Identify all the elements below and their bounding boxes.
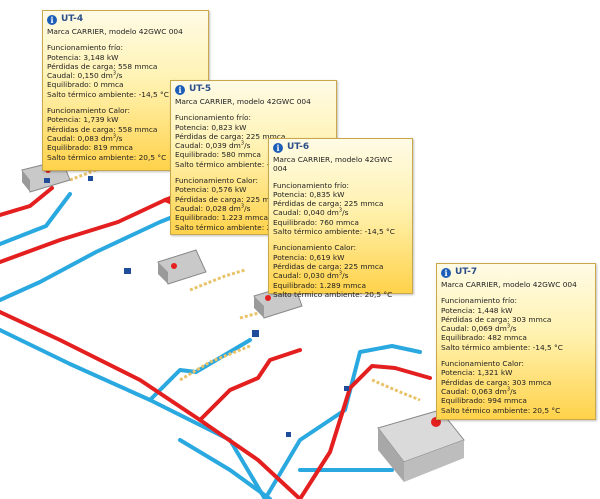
heat-salto: Salto térmico ambiente: 20,5 °C	[441, 405, 561, 415]
cold-salto: Salto térmico ambiente: -14,5 °C	[47, 89, 169, 99]
cold-equilibrado: Equilibrado: 580 mmca	[175, 150, 261, 160]
cold-perdidas: Pérdidas de carga: 225 mmca	[175, 131, 286, 141]
cold-title: Funcionamiento frío:	[175, 113, 252, 123]
heat-caudal: Caudal: 0,063 dm3/s	[441, 386, 517, 396]
cold-perdidas: Pérdidas de carga: 225 mmca	[273, 199, 384, 209]
unit-name: UT-7	[455, 267, 478, 278]
info-icon: i	[175, 85, 185, 95]
heat-equilibrado: Equilibrado: 1.223 mmca	[175, 213, 269, 223]
heat-salto: Salto térmico ambiente: 20,5 °C	[47, 152, 167, 162]
cold-title: Funcionamiento frío:	[47, 43, 124, 53]
fan-coil-ut5[interactable]	[124, 249, 207, 285]
tooltip-ut6: i UT-6 Marca CARRIER, modelo 42GWC 004 Fu…	[268, 138, 413, 299]
info-icon: i	[441, 268, 451, 278]
heat-caudal: Caudal: 0,083 dm3/s	[47, 133, 123, 143]
cold-perdidas: Pérdidas de carga: 558 mmca	[47, 61, 158, 71]
cold-potencia: Potencia: 0,823 kW	[175, 122, 247, 132]
info-icon: i	[273, 143, 283, 153]
heat-potencia: Potencia: 1,739 kW	[47, 115, 119, 125]
cold-potencia: Potencia: 3,148 kW	[47, 52, 119, 62]
heat-perdidas: Pérdidas de carga: 225 mmca	[273, 261, 384, 271]
cold-caudal: Caudal: 0,150 dm3/s	[47, 70, 123, 81]
cold-salto: Salto térmico ambiente: -14,5 °C	[441, 342, 563, 352]
heat-caudal: Caudal: 0,030 dm3/s	[273, 270, 349, 281]
unit-brand: Marca CARRIER, modelo 42GWC 004	[47, 27, 183, 36]
cold-salto: Salto térmico ambiente: -14,5 °C	[273, 227, 395, 237]
cold-caudal: Caudal: 0,039 dm3/s	[175, 140, 251, 151]
heat-perdidas: Pérdidas de carga: 558 mmca	[47, 124, 158, 134]
heat-caudal: Caudal: 0,028 dm3/s	[175, 203, 251, 213]
cold-equilibrado: Equilibrado: 760 mmca	[273, 217, 359, 227]
cold-potencia: Potencia: 1,448 kW	[441, 305, 513, 315]
heat-perdidas: Pérdidas de carga: 303 mmca	[441, 377, 552, 387]
heat-potencia: Potencia: 1,321 kW	[441, 368, 513, 378]
cold-salto: Salto térmico ambiente: -14,5 °C	[175, 159, 297, 169]
heat-potencia: Potencia: 0,576 kW	[175, 185, 247, 195]
unit-name: UT-5	[189, 84, 212, 95]
info-icon: i	[47, 15, 57, 25]
unit-name: UT-4	[61, 14, 84, 25]
cold-potencia: Potencia: 0,835 kW	[273, 189, 345, 199]
tooltip-ut7: i UT-7 Marca CARRIER, modelo 42GWC 004 Fu…	[436, 263, 596, 420]
heat-salto: Salto térmico ambiente: 20,5 °C	[273, 289, 393, 299]
heat-equilibrado: Equilibrado: 819 mmca	[47, 143, 133, 153]
heat-perdidas: Pérdidas de carga: 225 mmca	[175, 194, 286, 204]
heat-equilibrado: Equilibrado: 1.289 mmca	[273, 280, 367, 290]
heat-title: Funcionamiento Calor:	[47, 106, 130, 116]
unit-name: UT-6	[287, 142, 310, 153]
heat-salto: Salto térmico ambiente: 20,5 °C	[175, 222, 295, 232]
cold-caudal: Caudal: 0,069 dm3/s	[441, 323, 517, 334]
cold-perdidas: Pérdidas de carga: 303 mmca	[441, 314, 552, 324]
heat-potencia: Potencia: 0,619 kW	[273, 252, 345, 262]
heat-title: Funcionamiento Calor:	[441, 359, 524, 369]
valves[interactable]	[88, 176, 349, 437]
unit-brand: Marca CARRIER, modelo 42GWC 004	[441, 280, 577, 289]
heat-equilibrado: Equilibrado: 994 mmca	[441, 396, 527, 406]
cold-title: Funcionamiento frío:	[273, 180, 350, 190]
unit-brand: Marca CARRIER, modelo 42GWC 004	[273, 155, 393, 174]
cold-equilibrado: Equilibrado: 0 mmca	[47, 80, 124, 90]
heat-title: Funcionamiento Calor:	[273, 243, 356, 253]
cold-caudal: Caudal: 0,040 dm3/s	[273, 208, 349, 218]
heat-title: Funcionamiento Calor:	[175, 176, 258, 186]
unit-brand: Marca CARRIER, modelo 42GWC 004	[175, 97, 311, 106]
cold-title: Funcionamiento frío:	[441, 296, 518, 306]
cold-equilibrado: Equilibrado: 482 mmca	[441, 333, 527, 343]
